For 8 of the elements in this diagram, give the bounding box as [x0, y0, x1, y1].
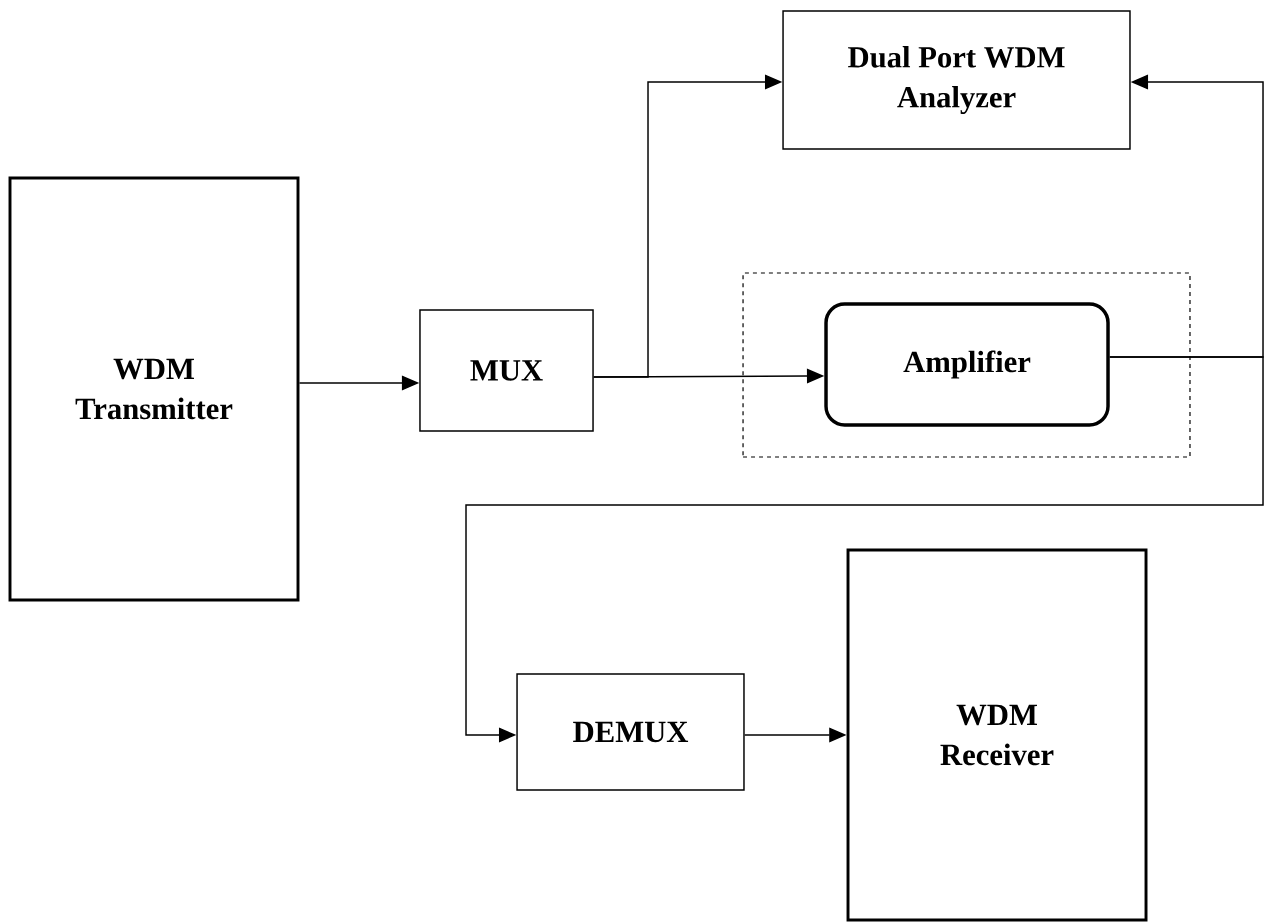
mux-box: MUX	[419, 309, 594, 432]
analyzer-box: Dual Port WDM Analyzer	[782, 10, 1131, 150]
transmitter-box: WDM Transmitter	[8, 176, 300, 602]
amplifier-box: Amplifier	[824, 302, 1110, 427]
receiver-box: WDM Receiver	[846, 548, 1148, 922]
arrow	[465, 356, 1264, 743]
dashed-group-box	[742, 272, 1191, 458]
demux-box: DEMUX	[516, 673, 745, 791]
